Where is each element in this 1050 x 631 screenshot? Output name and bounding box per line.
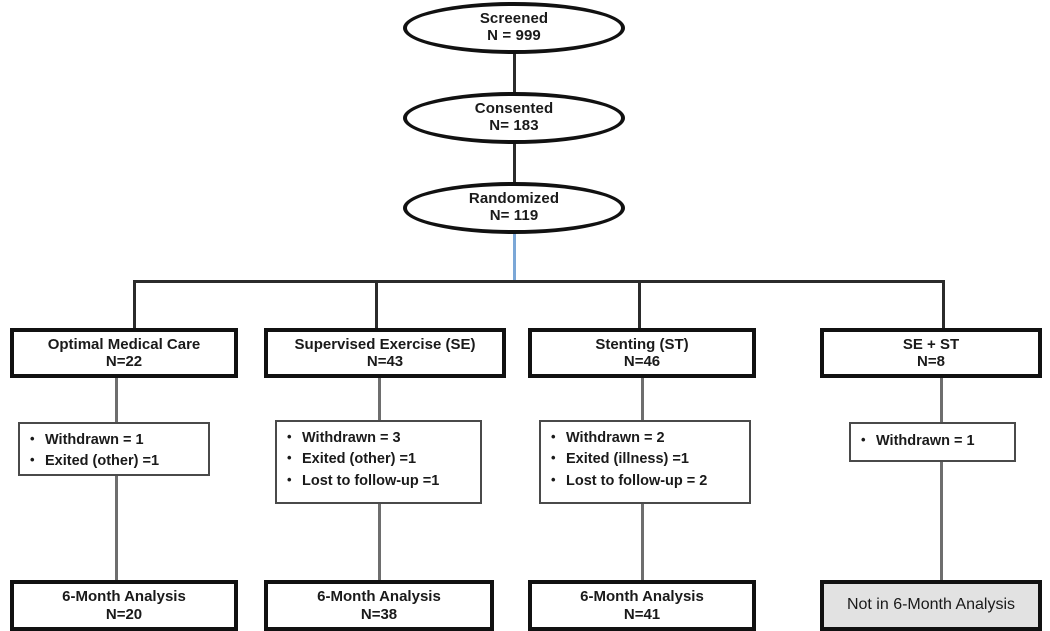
connector-attrition-2-to-analysis-2 <box>378 504 381 580</box>
attrition-item: Withdrawn = 1 <box>28 429 200 451</box>
connector-randomized-to-distribution <box>513 232 516 282</box>
arm-count-supervised-exercise: N=43 <box>366 353 404 370</box>
analysis-box-stenting: 6-Month Analysis N=41 <box>528 580 756 631</box>
arm-label-optimal-medical-care: Optimal Medical Care <box>47 335 201 353</box>
arm-box-optimal-medical-care: Optimal Medical Care N=22 <box>10 328 238 378</box>
arm-count-optimal-medical-care: N=22 <box>105 353 143 370</box>
attrition-item: Lost to follow-up = 2 <box>549 470 741 492</box>
connector-bus-to-arm-3 <box>638 280 641 328</box>
arm-count-se-plus-st: N=8 <box>917 353 945 370</box>
connector-arm-2-to-attrition-2 <box>378 376 381 420</box>
node-randomized: Randomized N= 119 <box>403 182 625 234</box>
connector-arm-4-to-attrition-4 <box>940 376 943 422</box>
arm-count-stenting: N=46 <box>623 353 661 370</box>
analysis-count-stenting: N=41 <box>623 605 661 623</box>
connector-attrition-1-to-analysis-1 <box>115 474 118 580</box>
analysis-label-stenting: 6-Month Analysis <box>580 588 704 606</box>
analysis-label-se-plus-st: Not in 6-Month Analysis <box>846 596 1016 614</box>
node-screened-count: N = 999 <box>487 27 541 44</box>
analysis-count-optimal-medical-care: N=20 <box>105 605 143 623</box>
arm-label-se-plus-st: SE + ST <box>902 335 960 353</box>
connector-attrition-4-to-analysis-4 <box>940 462 943 580</box>
node-randomized-count: N= 119 <box>489 207 539 224</box>
connector-screened-to-consented <box>513 52 516 100</box>
connector-arm-3-to-attrition-3 <box>641 376 644 420</box>
connector-bus-to-arm-1 <box>133 280 136 328</box>
analysis-count-supervised-exercise: N=38 <box>360 605 398 623</box>
arm-box-stenting: Stenting (ST) N=46 <box>528 328 756 378</box>
attrition-item: Exited (other) =1 <box>285 448 472 470</box>
node-consented-count: N= 183 <box>489 117 539 134</box>
analysis-box-se-plus-st: Not in 6-Month Analysis <box>820 580 1042 631</box>
node-screened-label: Screened <box>479 10 549 28</box>
connector-arm-1-to-attrition-1 <box>115 376 118 422</box>
analysis-label-supervised-exercise: 6-Month Analysis <box>317 588 441 606</box>
attrition-box-optimal-medical-care: Withdrawn = 1 Exited (other) =1 <box>18 422 210 476</box>
node-randomized-label: Randomized <box>468 190 560 208</box>
analysis-box-supervised-exercise: 6-Month Analysis N=38 <box>264 580 494 631</box>
node-consented-label: Consented <box>474 100 554 118</box>
arm-label-stenting: Stenting (ST) <box>595 335 689 353</box>
arm-box-se-plus-st: SE + ST N=8 <box>820 328 1042 378</box>
analysis-label-optimal-medical-care: 6-Month Analysis <box>62 588 186 606</box>
attrition-box-stenting: Withdrawn = 2 Exited (illness) =1 Lost t… <box>539 420 751 504</box>
attrition-item: Withdrawn = 1 <box>859 430 975 452</box>
analysis-box-optimal-medical-care: 6-Month Analysis N=20 <box>10 580 238 631</box>
arm-box-supervised-exercise: Supervised Exercise (SE) N=43 <box>264 328 506 378</box>
attrition-item: Lost to follow-up =1 <box>285 470 472 492</box>
connector-bus-to-arm-2 <box>375 280 378 328</box>
connector-attrition-3-to-analysis-3 <box>641 504 644 580</box>
attrition-box-supervised-exercise: Withdrawn = 3 Exited (other) =1 Lost to … <box>275 420 482 504</box>
connector-randomization-bus <box>133 280 945 283</box>
attrition-box-se-plus-st: Withdrawn = 1 <box>849 422 1016 462</box>
arm-label-supervised-exercise: Supervised Exercise (SE) <box>294 335 476 353</box>
connector-consented-to-randomized <box>513 142 516 190</box>
node-screened: Screened N = 999 <box>403 2 625 54</box>
connector-bus-to-arm-4 <box>942 280 945 328</box>
attrition-item: Exited (other) =1 <box>28 450 200 472</box>
attrition-item: Withdrawn = 3 <box>285 427 472 449</box>
node-consented: Consented N= 183 <box>403 92 625 144</box>
attrition-item: Exited (illness) =1 <box>549 448 741 470</box>
attrition-item: Withdrawn = 2 <box>549 427 741 449</box>
